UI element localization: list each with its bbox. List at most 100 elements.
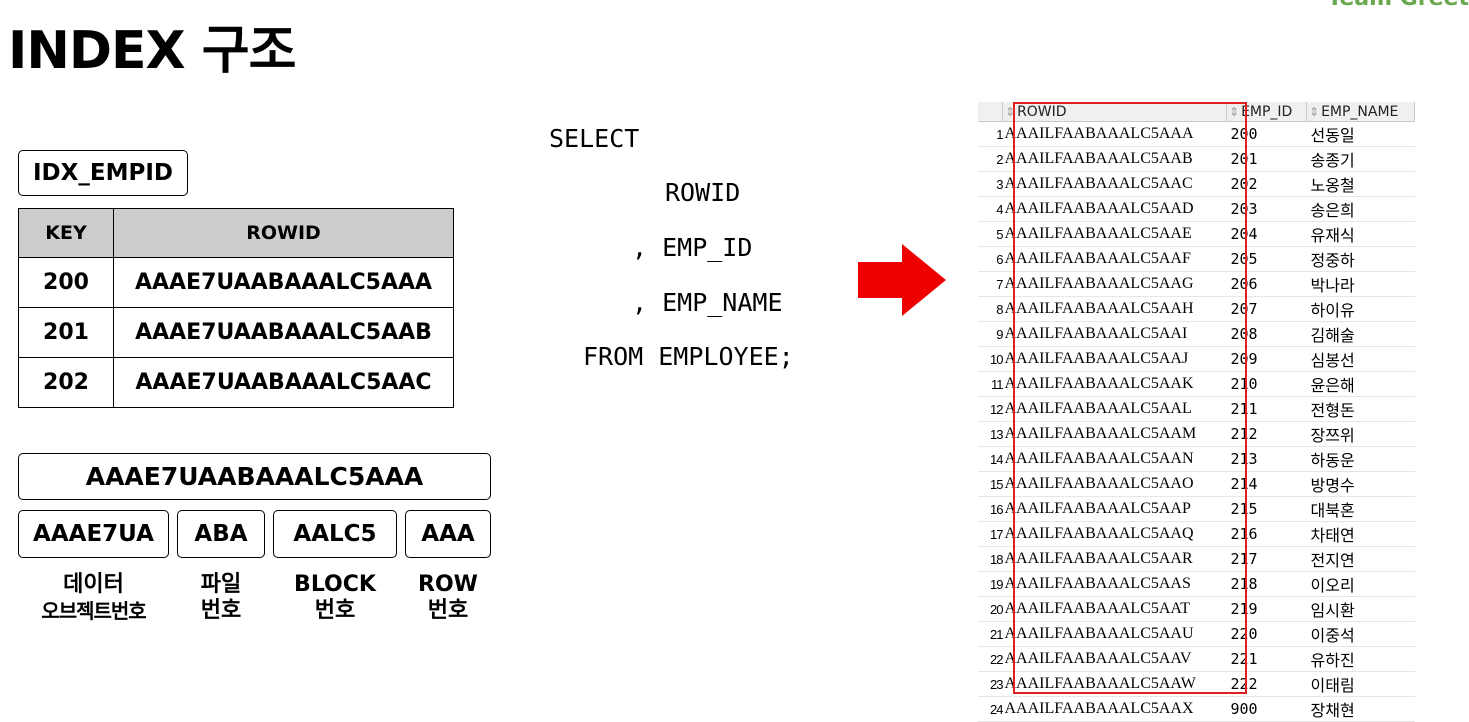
emp-id-cell[interactable]: 216 [1226, 521, 1307, 547]
emp-name-cell[interactable]: 차태연 [1306, 521, 1415, 547]
emp-id-cell[interactable]: 221 [1226, 646, 1307, 672]
rowid-cell[interactable]: AAAILFAABAAALC5AAK [1002, 371, 1227, 397]
rowid-cell[interactable]: AAAILFAABAAALC5AAD [1002, 196, 1227, 222]
emp-id-cell[interactable]: 218 [1226, 571, 1307, 597]
emp-id-cell[interactable]: 209 [1226, 346, 1307, 372]
emp-id-cell[interactable]: 214 [1226, 471, 1307, 497]
emp-name-cell[interactable]: 이태림 [1306, 671, 1415, 697]
emp-id-cell[interactable]: 900 [1226, 696, 1307, 722]
emp-id-cell[interactable]: 210 [1226, 371, 1307, 397]
rowid-cell[interactable]: AAAILFAABAAALC5AAM [1002, 421, 1227, 447]
emp-id-cell[interactable]: 215 [1226, 496, 1307, 522]
rowid-cell[interactable]: AAAILFAABAAALC5AAW [1002, 671, 1227, 697]
emp-id-cell[interactable]: 212 [1226, 421, 1307, 447]
emp-id-cell[interactable]: 217 [1226, 546, 1307, 572]
emp-id-cell[interactable]: 203 [1226, 196, 1307, 222]
rowid-cell[interactable]: AAAILFAABAAALC5AAI [1002, 321, 1227, 347]
emp-id-cell[interactable]: 219 [1226, 596, 1307, 622]
emp-name-cell[interactable]: 장채현 [1306, 696, 1415, 722]
rowid-cell[interactable]: AAAILFAABAAALC5AAL [1002, 396, 1227, 422]
emp-id-cell[interactable]: 211 [1226, 396, 1307, 422]
rowid-cell[interactable]: AAAILFAABAAALC5AAU [1002, 621, 1227, 647]
emp-name-cell[interactable]: 이오리 [1306, 571, 1415, 597]
emp-name-cell[interactable]: 심봉선 [1306, 346, 1415, 372]
emp-name-cell[interactable]: 전형돈 [1306, 396, 1415, 422]
grid-header-emp-name[interactable]: ⇕EMP_NAME [1306, 102, 1415, 122]
emp-name-cell[interactable]: 대북혼 [1306, 496, 1415, 522]
emp-name-cell[interactable]: 하동운 [1306, 446, 1415, 472]
emp-id-cell[interactable]: 202 [1226, 171, 1307, 197]
emp-id-cell[interactable]: 207 [1226, 296, 1307, 322]
rowid-cell[interactable]: AAAILFAABAAALC5AAA [1002, 121, 1227, 147]
grid-header-rowid[interactable]: ⇕ROWID [1002, 102, 1227, 122]
emp-name-cell[interactable]: 임시환 [1306, 596, 1415, 622]
emp-name-cell[interactable]: 김해술 [1306, 321, 1415, 347]
emp-id-cell[interactable]: 206 [1226, 271, 1307, 297]
emp-name-cell[interactable]: 이중석 [1306, 621, 1415, 647]
emp-name-cell[interactable]: 박나라 [1306, 271, 1415, 297]
rowid-cell[interactable]: AAAILFAABAAALC5AAQ [1002, 521, 1227, 547]
rowid-cell[interactable]: AAAILFAABAAALC5AAG [1002, 271, 1227, 297]
emp-id-cell[interactable]: 208 [1226, 321, 1307, 347]
rowid-cell[interactable]: AAAILFAABAAALC5AAH [1002, 296, 1227, 322]
rowid-cell[interactable]: AAAILFAABAAALC5AAO [1002, 471, 1227, 497]
rowid-cell[interactable]: AAAILFAABAAALC5AAE [1002, 221, 1227, 247]
emp-id-cell[interactable]: 213 [1226, 446, 1307, 472]
emp-id-cell[interactable]: 201 [1226, 146, 1307, 172]
emp-name-cell[interactable]: 유재식 [1306, 221, 1415, 247]
grid-header-emp-id[interactable]: ⇕EMP_ID [1226, 102, 1307, 122]
emp-id-cell[interactable]: 204 [1226, 221, 1307, 247]
emp-name-cell[interactable]: 전지연 [1306, 546, 1415, 572]
rowid-cell[interactable]: AAAILFAABAAALC5AAX [1002, 696, 1227, 722]
emp-name-cell[interactable]: 정중하 [1306, 246, 1415, 272]
rowid-cell[interactable]: AAAILFAABAAALC5AAR [1002, 546, 1227, 572]
rowid-cell[interactable]: AAAILFAABAAALC5AAC [1002, 171, 1227, 197]
emp-id-cell[interactable]: 220 [1226, 621, 1307, 647]
rowid-cell[interactable]: AAAILFAABAAALC5AAV [1002, 646, 1227, 672]
emp-name-cell[interactable]: 방명수 [1306, 471, 1415, 497]
emp-name-cell[interactable]: 노옹철 [1306, 171, 1415, 197]
sort-icon[interactable]: ⇕ [1309, 104, 1320, 119]
rowid-cell[interactable]: AAAILFAABAAALC5AAB [1002, 146, 1227, 172]
rowid-cell[interactable]: AAAILFAABAAALC5AAJ [1002, 346, 1227, 372]
rowid-cell[interactable]: AAAILFAABAAALC5AAT [1002, 596, 1227, 622]
sort-icon[interactable]: ⇕ [1229, 104, 1240, 119]
emp-name-cell[interactable]: 송은희 [1306, 196, 1415, 222]
rowid-cell[interactable]: AAAILFAABAAALC5AAN [1002, 446, 1227, 472]
emp-name-cell[interactable]: 유하진 [1306, 646, 1415, 672]
emp-name-cell[interactable]: 장쯔위 [1306, 421, 1415, 447]
sort-icon[interactable]: ⇕ [1005, 104, 1016, 119]
emp-id-cell[interactable]: 200 [1226, 121, 1307, 147]
rowid-cell[interactable]: AAAILFAABAAALC5AAF [1002, 246, 1227, 272]
rowid-cell[interactable]: AAAILFAABAAALC5AAS [1002, 571, 1227, 597]
rowid-cell[interactable]: AAAILFAABAAALC5AAP [1002, 496, 1227, 522]
emp-id-cell[interactable]: 222 [1226, 671, 1307, 697]
emp-id-cell[interactable]: 205 [1226, 246, 1307, 272]
emp-name-cell[interactable]: 송종기 [1306, 146, 1415, 172]
emp-name-cell[interactable]: 하이유 [1306, 296, 1415, 322]
